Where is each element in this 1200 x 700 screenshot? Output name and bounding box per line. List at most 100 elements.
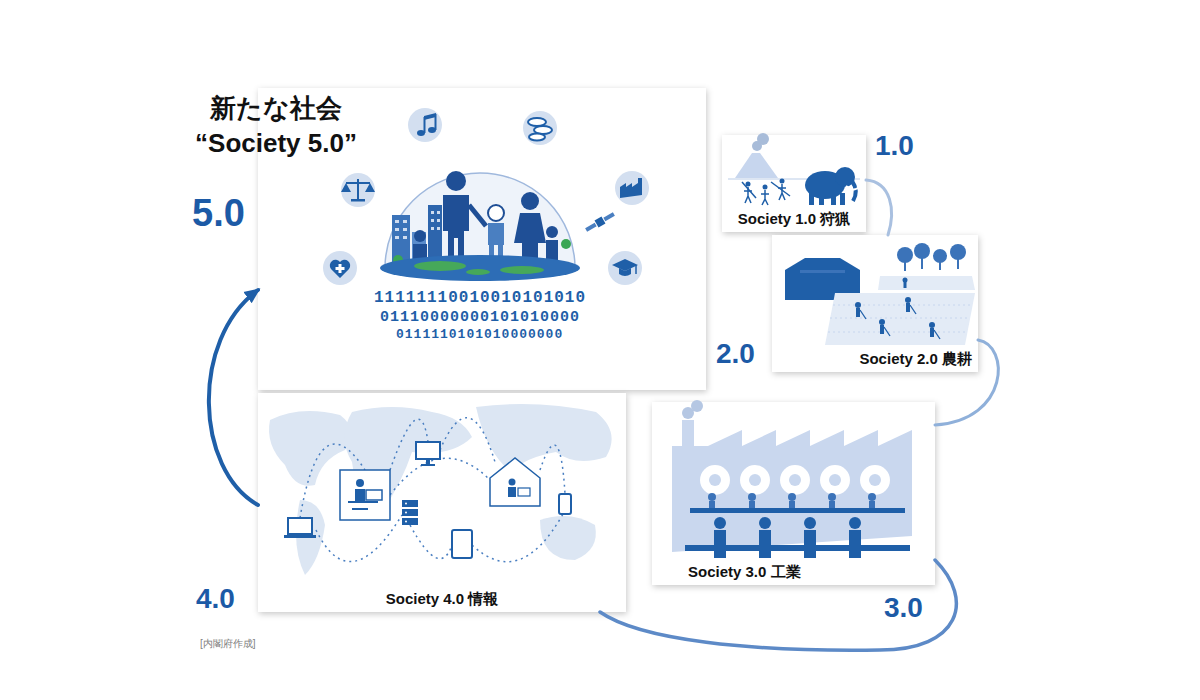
industry-illustration-shape-shape	[714, 530, 726, 558]
binary-digits-holder: 11111110010010101010	[374, 289, 586, 307]
industry-illustration-shape-shape	[788, 493, 796, 501]
panel-backgrounds-shape	[772, 235, 978, 372]
industry-illustration-shape-shape	[804, 530, 816, 558]
hunting-illustration-shape	[742, 182, 790, 205]
hunting-illustration-shape	[852, 181, 856, 201]
industry-illustration-shape-shape	[860, 465, 890, 495]
society5-illustration-shape-shape	[403, 220, 407, 223]
industry-illustration-shape-shape	[759, 530, 771, 558]
society5-illustration	[323, 108, 649, 285]
industry-illustration-shape-shape	[789, 501, 795, 508]
information-illustration-shape	[348, 501, 378, 503]
farming-illustration-shape-shape	[929, 322, 935, 328]
farming-illustration-shape-shape	[860, 310, 866, 319]
farming-illustration-shape	[860, 305, 940, 339]
industry-illustration-shape-shape	[829, 501, 835, 508]
society5-illustration-shape	[620, 178, 642, 198]
panel-backgrounds-shape	[258, 393, 626, 612]
industry-illustration-shape-shape	[700, 465, 730, 495]
stage-number-holder: 5.0	[192, 192, 245, 236]
information-illustration-shape	[426, 459, 430, 464]
hunting-illustration-shape	[840, 193, 845, 205]
hunting-illustration	[728, 133, 860, 205]
hunting-illustration-shape-shape	[742, 182, 756, 198]
information-illustration-shape-shape	[402, 509, 418, 516]
panel-heading: 新たな社会 “Society 5.0”	[160, 91, 392, 161]
farming-illustration-shape-shape	[921, 258, 923, 269]
panel-caption: Society 3.0 工業	[688, 563, 801, 581]
farming-illustration-shape-shape	[879, 319, 885, 325]
society5-illustration-shape	[341, 173, 375, 207]
farming-illustration-shape	[897, 243, 966, 271]
farming-illustration-shape-shape	[934, 330, 940, 339]
farming-illustration-shape-shape	[957, 259, 959, 269]
farming-illustration-shape-shape	[855, 302, 861, 308]
society5-illustration-shape-shape	[431, 227, 434, 230]
society5-illustration-shape	[612, 259, 638, 271]
binary-digits-holder: 01110000000101010000	[380, 309, 580, 326]
cycle-arrow	[866, 180, 892, 235]
hunting-illustration-shape	[809, 193, 814, 205]
information-illustration-shape	[340, 470, 390, 520]
society5-illustration-shape-shape	[437, 219, 440, 222]
industry-illustration-shape-shape	[740, 465, 770, 495]
industry-illustration-shape-shape	[709, 474, 721, 486]
society5-illustration-shape	[488, 223, 504, 245]
information-illustration-shape	[288, 518, 312, 534]
farming-illustration-shape-shape	[830, 318, 970, 319]
hunting-illustration-shape	[757, 133, 769, 145]
farming-illustration-shape-shape	[930, 328, 934, 337]
cycle-arrow	[209, 290, 258, 505]
information-illustration-shape	[559, 494, 571, 514]
farming-illustration-shape-shape	[828, 332, 967, 333]
information-illustration-shape-shape	[402, 518, 418, 525]
information-illustration-shape	[269, 404, 612, 575]
hunting-illustration-shape	[746, 182, 751, 187]
panel-backgrounds-shape	[722, 135, 866, 232]
industry-illustration-shape	[685, 545, 910, 551]
industry-illustration-shape-shape	[868, 493, 876, 501]
farming-illustration-shape-shape	[905, 297, 911, 303]
hunting-illustration-shape-shape	[771, 182, 790, 196]
society5-illustration-shape	[466, 269, 490, 275]
society-panel: Society 2.0 農耕	[772, 235, 978, 372]
society5-illustration-shape-shape	[585, 223, 597, 232]
industry-illustration-shape-shape	[749, 501, 755, 508]
society5-illustration-shape-shape	[431, 219, 434, 222]
information-illustration-shape-shape	[405, 521, 407, 523]
society5-illustration-shape	[469, 205, 486, 226]
industry-illustration-shape	[700, 465, 890, 495]
information-illustration-shape	[509, 479, 516, 486]
society5-illustration-shape	[488, 205, 504, 221]
society5-illustration-shape	[414, 230, 426, 242]
information-illustration	[269, 404, 612, 575]
farming-illustration-shape-shape	[904, 282, 907, 288]
society5-illustration-shape-shape	[437, 211, 440, 214]
information-illustration-shape-shape	[390, 458, 490, 495]
stage-number: 5.0	[192, 192, 245, 236]
information-illustration-shape	[366, 490, 382, 500]
industry-illustration-shape-shape	[714, 517, 726, 529]
farming-illustration-shape-shape	[856, 308, 860, 317]
industry-illustration-shape-shape	[829, 474, 841, 486]
society-panel: Society 1.0 狩猟	[722, 135, 866, 232]
cycle-arrow	[600, 560, 956, 650]
society5-illustration-shape	[414, 261, 466, 271]
farming-illustration-shape-shape	[933, 249, 947, 263]
farming-illustration-shape-shape	[897, 247, 913, 263]
society-panel: Society 3.0 工業	[652, 402, 935, 585]
hunting-illustration-shape	[846, 186, 858, 190]
society-panel: 新たな社会 “Society 5.0”	[258, 88, 706, 390]
information-illustration-shape	[518, 488, 530, 496]
farming-illustration-shape-shape	[904, 262, 906, 271]
stage-number-holder: 1.0	[875, 130, 914, 162]
source-caption: [内閣府作成]	[200, 638, 256, 650]
farming-illustration-shape	[855, 278, 935, 338]
information-illustration-shape	[490, 458, 540, 506]
information-illustration-shape-shape	[316, 515, 402, 562]
stage-number-holder: 2.0	[716, 338, 755, 370]
industry-illustration-shape-shape	[849, 517, 861, 529]
society5-illustration-shape	[521, 192, 539, 210]
binary-digits: 0111110101010000000	[396, 328, 563, 343]
